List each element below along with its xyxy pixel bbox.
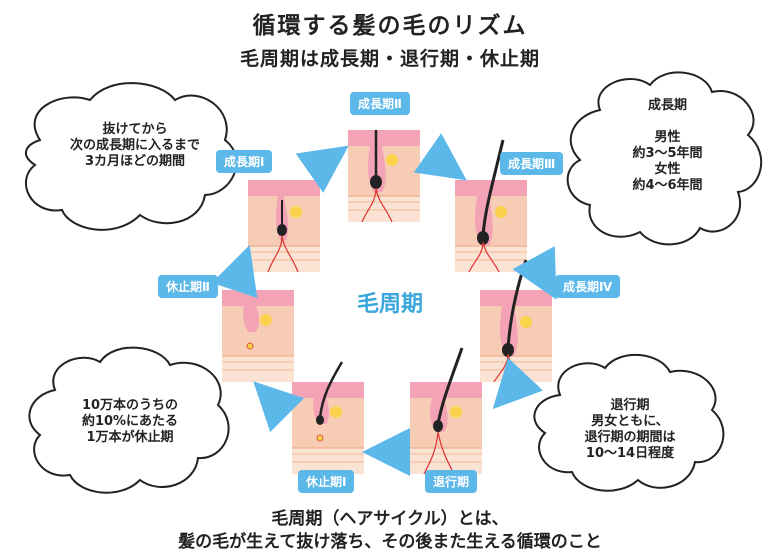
tile-growth2 <box>347 129 421 223</box>
tile-growth4 <box>479 259 553 383</box>
bubble-text-top-right: 成長期 男性 約3～5年間 女性 約4～6年間 <box>632 98 703 193</box>
tile-telogen2 <box>221 289 295 383</box>
bubble-text-bottom-right: 退行期 男女ともに、 退行期の期間は 10～14日程度 <box>584 398 676 461</box>
tile-telogen1 <box>291 361 365 475</box>
stage-label-growth1: 成長期Ⅰ <box>216 150 273 173</box>
stage-label-growth4: 成長期Ⅳ <box>555 275 621 298</box>
page-title: 循環する髪の毛のリズム <box>252 13 528 39</box>
footer-line-2: 髪の毛が生えて抜け落ち、その後また生える循環のこと <box>178 532 602 552</box>
stage-label-catagen: 退行期 <box>425 470 478 493</box>
stage-label-telogen1: 休止期Ⅰ <box>298 470 355 493</box>
cycle-arrows <box>211 133 557 476</box>
stage-label-telogen2: 休止期Ⅱ <box>158 275 218 298</box>
bubble-bottom-right <box>533 354 725 492</box>
stage-label-growth3: 成長期Ⅲ <box>500 152 564 175</box>
center-label: 毛周期 <box>356 292 423 317</box>
bubble-bottom-left <box>28 346 230 494</box>
bubble-text-top-left: 抜けてから 次の成長期に入るまで 3カ月ほどの期間 <box>69 122 200 169</box>
bubble-top-right <box>566 71 763 246</box>
stage-label-growth2: 成長期Ⅱ <box>350 92 410 115</box>
tile-growth3 <box>454 139 528 273</box>
tile-catagen <box>409 347 483 475</box>
bubble-top-left <box>24 82 238 231</box>
page-subtitle: 毛周期は成長期・退行期・休止期 <box>239 48 540 70</box>
footer-line-1: 毛周期（ヘアサイクル）とは、 <box>271 509 509 529</box>
tile-growth1 <box>247 179 321 273</box>
bubble-text-bottom-left: 10万本のうちの 約10%にあたる 1万本が休止期 <box>81 398 179 445</box>
